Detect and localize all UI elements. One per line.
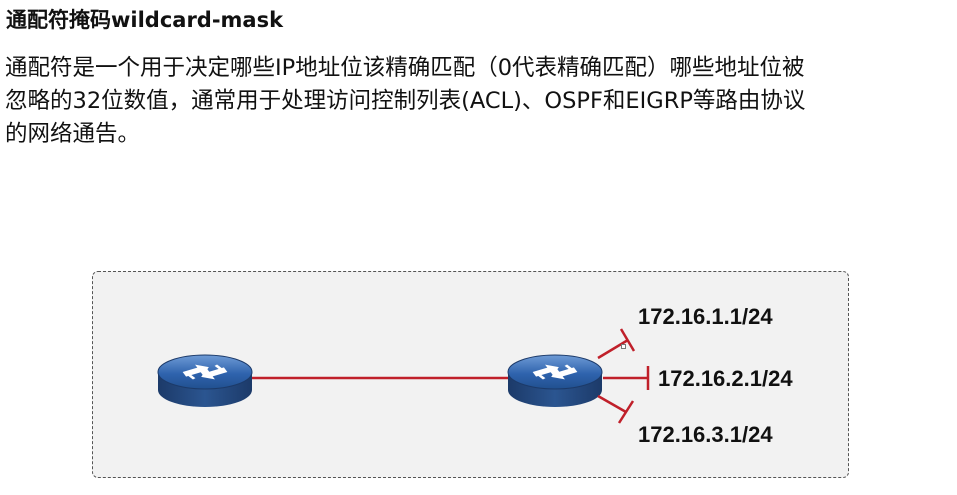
router-icon [507, 354, 603, 407]
paragraph-line: 通配符是一个用于决定哪些IP地址位该精确匹配（0代表精确匹配）哪些地址位被 [5, 55, 805, 81]
ip-address-label: 172.16.2.1/24 [658, 366, 793, 391]
ip-address-label: 172.16.3.1/24 [638, 422, 773, 447]
paragraph-line: 的网络通告。 [5, 121, 141, 147]
paragraph-line: 忽略的32位数值，通常用于处理访问控制列表(ACL)、OSPF和EIGRP等路由… [5, 88, 806, 114]
router-icon [157, 354, 253, 407]
mouse-cursor [621, 344, 626, 349]
interface-stub-3 [597, 394, 635, 424]
description-paragraph: 通配符是一个用于决定哪些IP地址位该精确匹配（0代表精确匹配）哪些地址位被 忽略… [5, 52, 953, 151]
interface-stub-2 [603, 366, 650, 390]
interface-stub-1 [597, 328, 636, 360]
ip-address-label: 172.16.1.1/24 [638, 304, 773, 329]
page-title: 通配符掩码wildcard-mask [6, 8, 284, 32]
